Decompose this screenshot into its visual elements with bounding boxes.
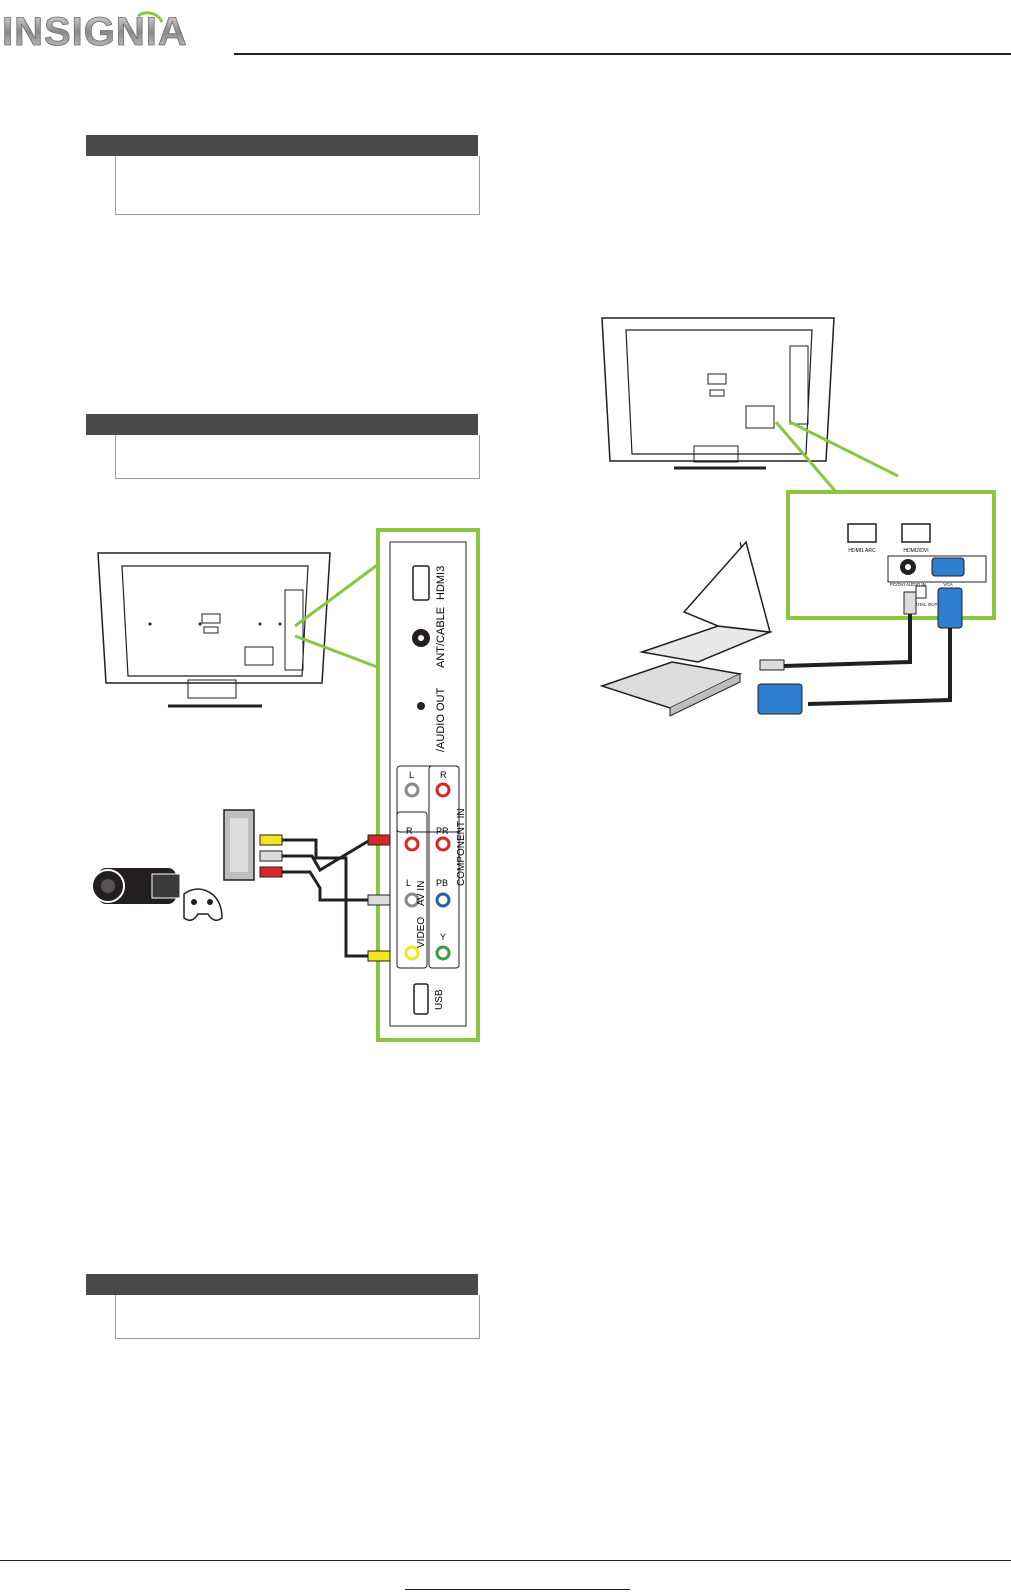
- tv-back-illustration: [97, 552, 331, 708]
- gamepad-icon: [183, 888, 223, 921]
- tv-back-illustration-2: [601, 317, 835, 470]
- laptop-icon: [599, 540, 773, 717]
- component-in-label: COMPONENT IN: [456, 808, 467, 886]
- note-box-1: [115, 156, 480, 215]
- note-header-bar-3: [86, 1274, 478, 1295]
- ant-cable-label: ANT/CABLE: [435, 607, 447, 668]
- jack-label-r-av: R: [406, 826, 413, 836]
- av-in-label: AV IN: [416, 881, 427, 906]
- jack-label-pb: PB: [436, 878, 448, 888]
- video-label: VIDEO: [416, 917, 427, 948]
- jack-label-pr: PR: [436, 826, 449, 836]
- audio-plug-icon: [759, 591, 917, 671]
- callout-lines: [294, 561, 381, 670]
- vga-plug-icon: [757, 587, 963, 715]
- audio-out-label: /AUDIO OUT: [435, 688, 447, 752]
- hdmi3-label: HDMI3: [435, 566, 447, 600]
- jack-label-r-top: R: [440, 770, 447, 780]
- footer-underline: [405, 1589, 630, 1590]
- header-divider: [234, 53, 1011, 55]
- note-header-bar-2: [86, 414, 478, 435]
- usb-label: USB: [434, 989, 445, 1010]
- jack-label-l-av: L: [406, 878, 411, 888]
- note-box-3: [115, 1295, 480, 1339]
- digital-output-label: DIGITAL OUTPUT: [910, 602, 947, 607]
- jack-label-l-top: L: [409, 770, 414, 780]
- rca-cables: [280, 838, 371, 958]
- footer-divider: [0, 1560, 1011, 1561]
- pc-connection-diagram: HDMI1 ARC HDMI2/DVI PC/DVI AUDIO IN VGA …: [599, 317, 996, 717]
- hdmi-arc-label: HDMI1 ARC: [848, 548, 876, 554]
- callout-lines-2: [774, 420, 899, 493]
- cables-pc: [783, 612, 952, 706]
- pc-dvi-audio-label: PC/DVI AUDIO IN: [890, 582, 926, 587]
- rca-plugs: [259, 834, 391, 962]
- note-header-bar-1: [86, 135, 478, 156]
- insignia-logo: INSIGNIA: [0, 8, 232, 55]
- camcorder-icon: [91, 868, 181, 904]
- pc-jack-panel: HDMI1 ARC HDMI2/DVI PC/DVI AUDIO IN VGA …: [786, 490, 996, 620]
- vga-label: VGA: [943, 582, 953, 587]
- note-box-2: [115, 435, 480, 479]
- logo-text: INSIGNIA: [2, 10, 188, 52]
- hdmi2-dvi-label: HDMI2/DVI: [903, 548, 928, 554]
- jack-label-y: Y: [440, 932, 446, 942]
- av-connection-diagram: HDMI3 ANT/CABLE /AUDIO OUT L R R PR L PB…: [91, 528, 480, 1042]
- game-console-icon: [223, 809, 255, 881]
- jack-panel: HDMI3 ANT/CABLE /AUDIO OUT L R R PR L PB…: [376, 528, 480, 1042]
